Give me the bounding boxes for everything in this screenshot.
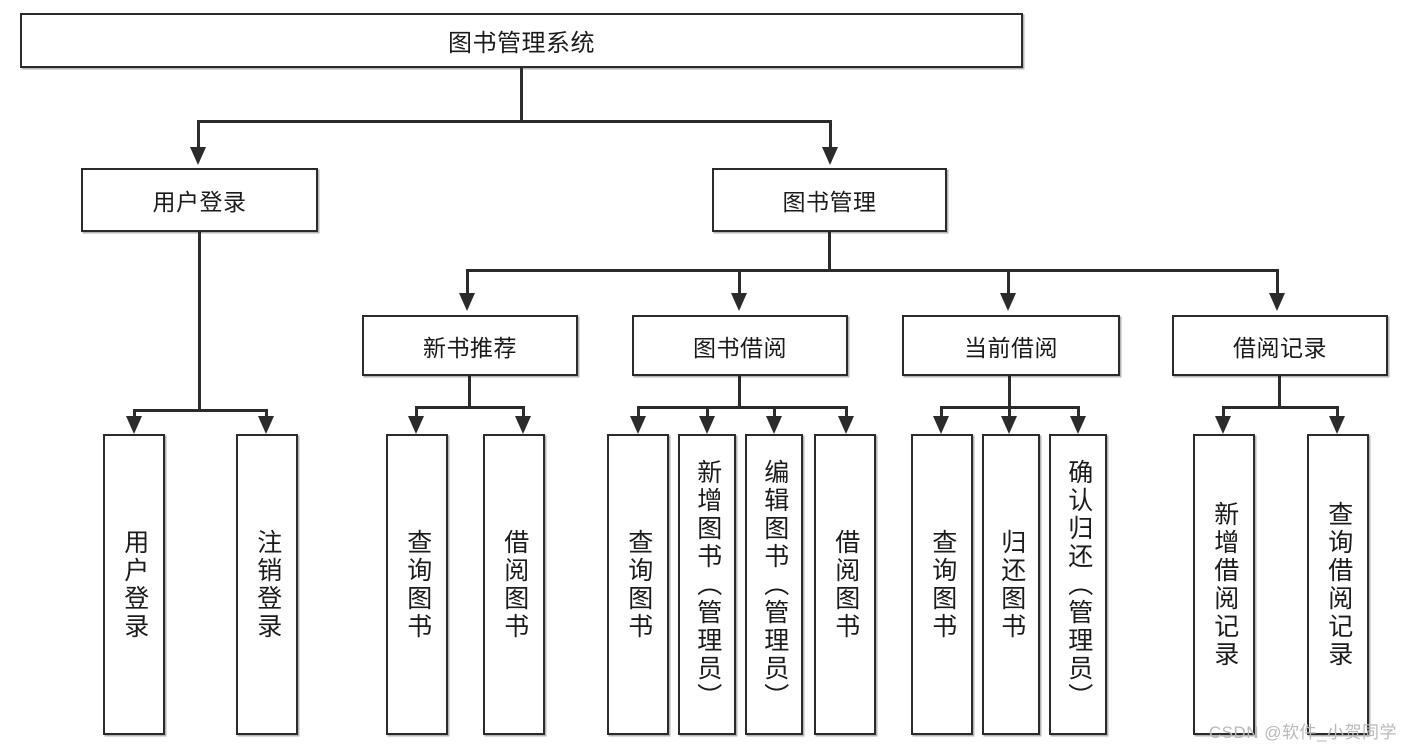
node-label: 新增图书（管理员） (693, 458, 722, 711)
connector-drop-borrow-record (1276, 269, 1279, 293)
connector-drop-cb-child-2 (1077, 406, 1080, 417)
node-label: 编辑图书（管理员） (760, 458, 789, 711)
arrow-head-br-child-1 (1329, 416, 1345, 434)
node-book-borrow[interactable]: 图书借阅 (632, 315, 848, 376)
connector-drop-bb-child-1 (706, 406, 709, 417)
connector-drop-bb-child-0 (637, 406, 640, 417)
leaf-user-login-1[interactable]: 注销登录 (236, 434, 298, 735)
connector-drop-nbr-child-0 (415, 406, 418, 417)
arrow-head-nbr-child-1 (515, 416, 531, 434)
connector-drop-book-management (829, 120, 832, 147)
arrow-head-borrow-record (1269, 293, 1285, 311)
connector-drop-user-login-child-1 (265, 409, 268, 417)
leaf-new-book-recommend-0[interactable]: 查询图书 (386, 434, 448, 735)
arrow-head-user-login-child-1 (258, 416, 274, 434)
arrow-head-current-borrow (1000, 293, 1016, 311)
connector-bus-borrow-record-children (1222, 406, 1339, 409)
node-label: 查询图书 (928, 528, 957, 641)
arrow-head-bb-child-1 (699, 416, 715, 434)
arrow-head-new-book-recommend (459, 293, 475, 311)
node-label: 借阅图书 (500, 528, 529, 641)
node-label: 确认归还（管理员） (1064, 458, 1093, 711)
connector-drop-cb-child-1 (1008, 406, 1011, 417)
node-label: 图书管理 (782, 189, 877, 215)
connector-borrow-record-stem (1278, 376, 1281, 409)
arrow-head-user-login-child-0 (126, 416, 142, 434)
leaf-book-borrow-3[interactable]: 借阅图书 (814, 434, 876, 735)
connector-drop-nbr-child-1 (522, 406, 525, 417)
node-label: 借阅记录 (1233, 334, 1327, 361)
connector-book-borrow-stem (738, 376, 741, 409)
connector-drop-book-borrow (738, 269, 741, 293)
node-label: 新增借阅记录 (1210, 500, 1239, 669)
arrow-head-book-borrow (731, 293, 747, 311)
connector-user-login-stem (198, 232, 201, 412)
connector-drop-new-book-recommend (466, 269, 469, 293)
arrow-head-user-login (190, 147, 206, 165)
node-book-management[interactable]: 图书管理 (712, 168, 947, 232)
connector-bus-level2 (197, 120, 832, 123)
leaf-book-borrow-0[interactable]: 查询图书 (607, 434, 669, 735)
node-label: 查询图书 (624, 528, 653, 641)
arrow-head-bb-child-2 (766, 416, 782, 434)
connector-bus-level3 (466, 269, 1279, 272)
arrow-head-cb-child-0 (933, 416, 949, 434)
arrow-head-nbr-child-0 (408, 416, 424, 434)
node-label: 查询图书 (403, 528, 432, 641)
arrow-head-br-child-0 (1215, 416, 1231, 434)
connector-drop-user-login (197, 120, 200, 147)
leaf-new-book-recommend-1[interactable]: 借阅图书 (483, 434, 545, 735)
leaf-current-borrow-0[interactable]: 查询图书 (911, 434, 973, 735)
node-current-borrow[interactable]: 当前借阅 (902, 315, 1120, 376)
node-label: 用户登录 (152, 189, 247, 215)
leaf-book-borrow-1[interactable]: 新增图书（管理员） (678, 434, 736, 735)
connector-drop-bb-child-2 (773, 406, 776, 417)
connector-drop-current-borrow (1007, 269, 1010, 293)
node-label: 借阅图书 (831, 528, 860, 641)
arrow-head-cb-child-2 (1070, 416, 1086, 434)
connector-bus-user-login-children (133, 409, 268, 412)
node-label: 图书借阅 (693, 334, 787, 361)
arrow-head-book-management (822, 147, 838, 165)
leaf-current-borrow-2[interactable]: 确认归还（管理员） (1049, 434, 1107, 735)
node-label: 归还图书 (997, 528, 1026, 641)
connector-drop-bb-child-3 (845, 406, 848, 417)
connector-new-book-recommend-stem (468, 376, 471, 409)
node-label: 查询借阅记录 (1324, 500, 1353, 669)
node-label: 注销登录 (253, 528, 282, 641)
node-label: 当前借阅 (964, 334, 1058, 361)
leaf-current-borrow-1[interactable]: 归还图书 (982, 434, 1040, 735)
connector-root-stem (520, 68, 523, 120)
connector-drop-br-child-0 (1222, 406, 1225, 417)
connector-bus-new-book-recommend-children (415, 406, 525, 409)
leaf-book-borrow-2[interactable]: 编辑图书（管理员） (745, 434, 803, 735)
connector-current-borrow-stem (1008, 376, 1011, 409)
node-new-book-recommend[interactable]: 新书推荐 (362, 315, 578, 376)
connector-book-management-stem (828, 232, 831, 270)
connector-bus-book-borrow-children (637, 406, 848, 409)
leaf-borrow-record-0[interactable]: 新增借阅记录 (1193, 434, 1255, 735)
arrow-head-bb-child-3 (838, 416, 854, 434)
connector-drop-br-child-1 (1336, 406, 1339, 417)
arrow-head-bb-child-0 (630, 416, 646, 434)
node-label: 新书推荐 (423, 334, 517, 361)
node-root-book-management-system[interactable]: 图书管理系统 (20, 13, 1023, 68)
node-user-login[interactable]: 用户登录 (81, 168, 318, 232)
connector-drop-cb-child-0 (940, 406, 943, 417)
node-label: 用户登录 (120, 528, 149, 641)
leaf-user-login-0[interactable]: 用户登录 (103, 434, 165, 735)
connector-drop-user-login-child-0 (133, 409, 136, 417)
node-borrow-record[interactable]: 借阅记录 (1172, 315, 1388, 376)
leaf-borrow-record-1[interactable]: 查询借阅记录 (1307, 434, 1369, 735)
node-label: 图书管理系统 (448, 30, 595, 57)
arrow-head-cb-child-1 (1001, 416, 1017, 434)
